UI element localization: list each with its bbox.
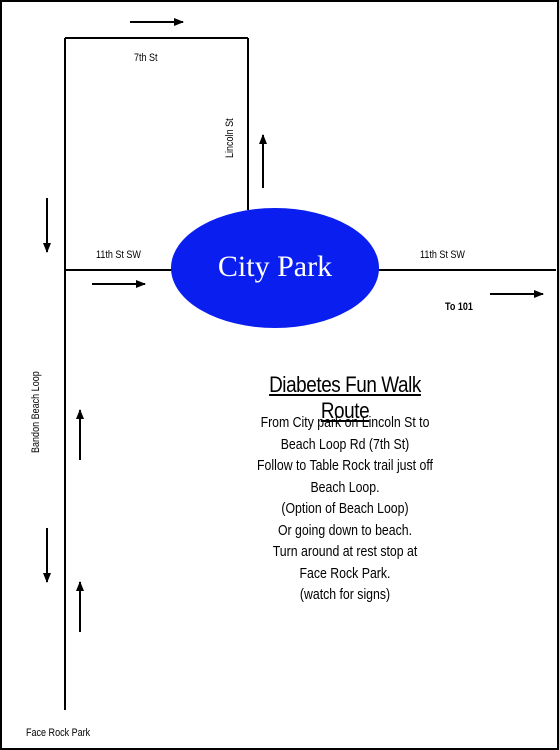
- direction-line: (watch for signs): [299, 586, 391, 603]
- direction-line: Turn around at rest stop at: [272, 543, 418, 560]
- city-park-label: City Park: [217, 250, 333, 283]
- city-park-shape: [171, 208, 379, 328]
- direction-line: (Option of Beach Loop): [281, 500, 409, 517]
- label-bandon-beach-loop: Bandon Beach Loop: [30, 371, 42, 453]
- route-directions: From City park on Lincoln St to Beach Lo…: [243, 412, 448, 606]
- label-11th-st-east: 11th St SW: [420, 249, 465, 261]
- route-title: Diabetes Fun Walk Route: [269, 372, 421, 423]
- direction-line: Beach Loop.: [310, 478, 380, 496]
- direction-line: Beach Loop Rd (7th St): [280, 435, 410, 453]
- direction-line: Or going down to beach.: [277, 521, 413, 539]
- label-7th-st: 7th St: [134, 52, 158, 64]
- label-face-rock-park: Face Rock Park: [26, 727, 91, 739]
- label-lincoln-st: Lincoln St: [224, 118, 236, 158]
- label-11th-st-west: 11th St SW: [96, 249, 141, 261]
- direction-line: Face Rock Park.: [299, 564, 391, 582]
- direction-line: Follow to Table Rock trail just off: [257, 457, 433, 474]
- label-to-101: To 101: [445, 301, 473, 313]
- direction-line: From City park on Lincoln St to: [260, 414, 430, 431]
